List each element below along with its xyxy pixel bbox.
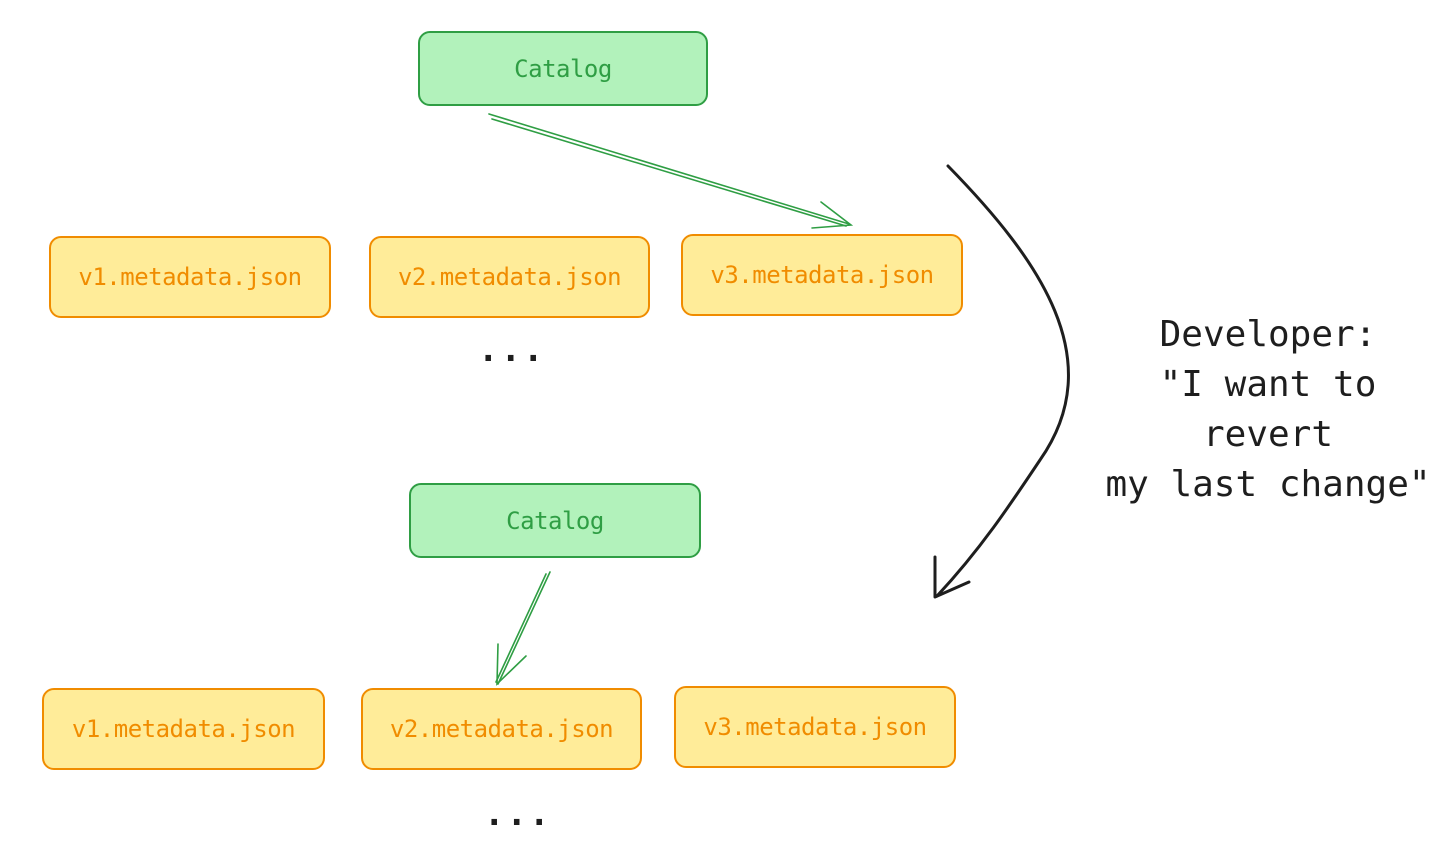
top-v1-metadata-node: v1.metadata.json (49, 236, 331, 318)
bottom-v1-metadata-node: v1.metadata.json (42, 688, 325, 770)
top-v1-metadata-label: v1.metadata.json (78, 263, 302, 291)
developer-note-line-3: my last change" (1105, 464, 1431, 505)
bottom-v2-metadata-label: v2.metadata.json (389, 715, 614, 743)
developer-note: Developer: "I want to revert my last cha… (1090, 310, 1446, 510)
top-catalog-to-v3-arrow (488, 113, 854, 229)
bottom-catalog-to-v2-arrow (495, 571, 551, 686)
top-v3-metadata-node: v3.metadata.json (681, 234, 963, 316)
bottom-v1-metadata-label: v1.metadata.json (71, 715, 296, 743)
bottom-v3-metadata-label: v3.metadata.json (703, 713, 927, 741)
revert-arrow (933, 164, 1070, 599)
bottom-ellipsis: ... (484, 794, 552, 834)
bottom-v3-metadata-node: v3.metadata.json (674, 686, 956, 768)
top-v2-metadata-label: v2.metadata.json (397, 263, 622, 291)
top-catalog-node: Catalog (418, 31, 708, 106)
bottom-v2-metadata-node: v2.metadata.json (361, 688, 642, 770)
top-ellipsis: ... (478, 330, 546, 370)
top-catalog-label: Catalog (514, 54, 612, 83)
developer-note-line-1: Developer: (1159, 314, 1377, 355)
developer-note-line-2: "I want to revert (1159, 364, 1377, 455)
top-v3-metadata-label: v3.metadata.json (710, 261, 934, 289)
top-v2-metadata-node: v2.metadata.json (369, 236, 650, 318)
bottom-catalog-node: Catalog (409, 483, 701, 558)
bottom-catalog-label: Catalog (506, 506, 604, 535)
